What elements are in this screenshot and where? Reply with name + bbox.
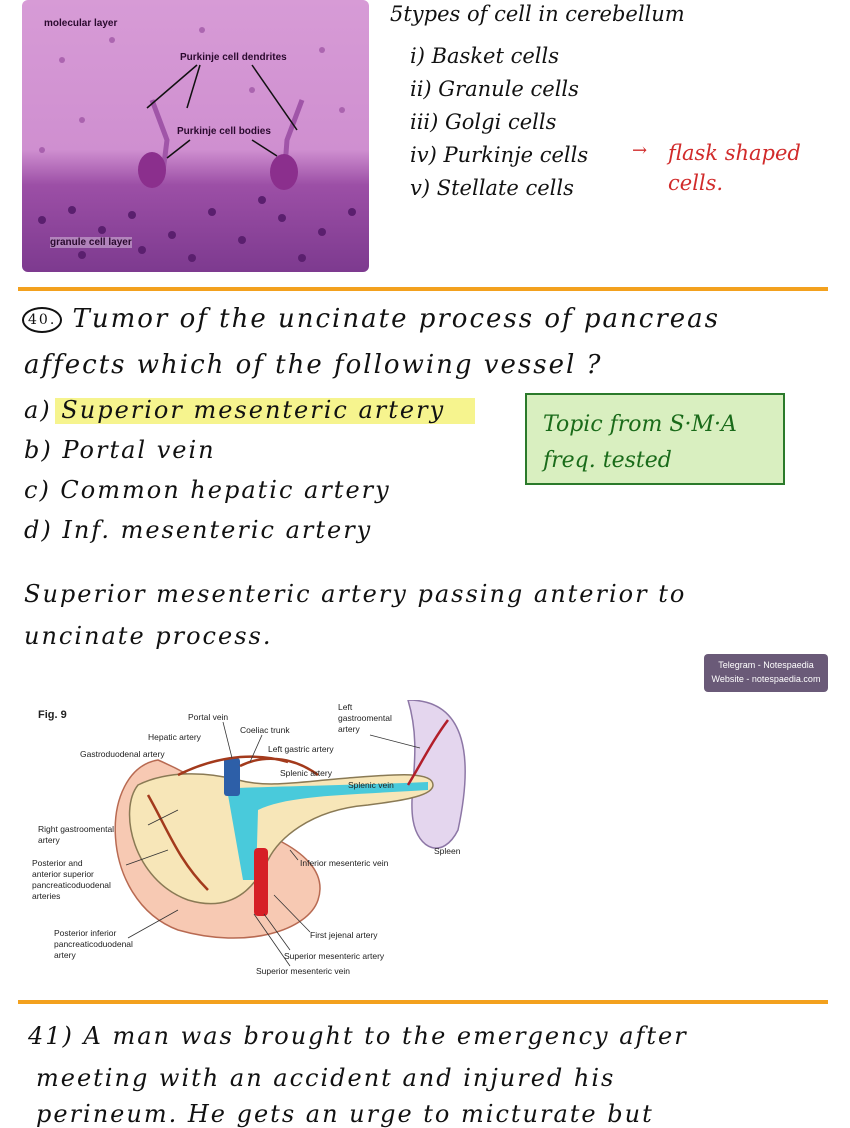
- histology-drawing: [38, 27, 356, 262]
- telegram-line: Telegram - Notespaedia: [718, 660, 814, 670]
- option-a: a) Superior mesenteric artery: [24, 396, 446, 424]
- list-item: iii) Golgi cells: [410, 110, 557, 134]
- label-post-inf-2: pancreaticoduodenal: [54, 939, 133, 949]
- label-left-gastroomental: Left: [338, 702, 353, 712]
- pancreas-shape: [128, 773, 434, 905]
- question-41-line3: perineum. He gets an urge to micturate b…: [36, 1100, 654, 1128]
- arrow-icon: →: [632, 140, 648, 161]
- list-item: v) Stellate cells: [410, 176, 574, 200]
- figure-label: Fig. 9: [38, 709, 67, 721]
- website-line: Website - notespaedia.com: [711, 674, 821, 684]
- label-hepatic-artery: Hepatic artery: [148, 732, 202, 742]
- topic-line1: Topic from S·M·A: [543, 412, 737, 437]
- question-41-line2: meeting with an accident and injured his: [36, 1064, 616, 1092]
- pancreas-diagram: Fig. 9 Portal vein Coeliac trunk Hepatic…: [32, 699, 466, 976]
- option-c: c) Common hepatic artery: [24, 476, 391, 504]
- granule-layer-label: granule cell layer: [50, 237, 132, 248]
- cerebellum-notes-title: 5types of cell in cerebellum: [390, 2, 685, 26]
- telegram-badge: Telegram - Notespaedia Website - notespa…: [704, 654, 828, 692]
- splenic-artery-branch: [406, 719, 450, 786]
- option-b: b) Portal vein: [24, 436, 216, 464]
- question-number: 40.: [22, 307, 63, 333]
- label-spleen: Spleen: [434, 846, 461, 856]
- label-left-gastroomental-3: artery: [338, 724, 360, 734]
- arteries: [146, 755, 319, 891]
- bodies-label: Purkinje cell bodies: [177, 126, 271, 137]
- label-coeliac-trunk: Coeliac trunk: [240, 725, 290, 735]
- question-40-stem: 40. Tumor of the uncinate process of pan…: [22, 304, 720, 334]
- list-item: iv) Purkinje cells: [410, 143, 589, 167]
- label-splenic-artery: Splenic artery: [280, 768, 333, 778]
- portal-venous-system: [228, 782, 428, 880]
- label-left-gastric: Left gastric artery: [268, 744, 334, 754]
- molecular-layer-label: molecular layer: [44, 18, 118, 29]
- label-gastroduodenal: Gastroduodenal artery: [80, 749, 165, 759]
- label-right-gastroomental: Right gastroomental: [38, 824, 114, 834]
- topic-line2: freq. tested: [543, 448, 672, 473]
- flask-shaped-annotation: flask shaped cells.: [668, 141, 801, 195]
- label-post-ant-3: pancreaticoduodenal: [32, 880, 111, 890]
- label-left-gastroomental-2: gastroomental: [338, 713, 392, 723]
- question-40-stem-line1: Tumor of the uncinate process of pancrea…: [72, 304, 720, 334]
- superior-mesenteric-artery-shape: [254, 848, 268, 916]
- list-item: i) Basket cells: [410, 44, 559, 68]
- label-smv: Superior mesenteric vein: [256, 966, 350, 976]
- label-post-ant-4: arteries: [32, 891, 60, 901]
- label-post-inf-3: artery: [54, 950, 76, 960]
- answer-highlight: [55, 398, 475, 424]
- label-portal-vein: Portal vein: [188, 712, 228, 722]
- question-40-stem-line2: affects which of the following vessel ?: [24, 350, 603, 380]
- label-splenic-vein: Splenic vein: [348, 780, 394, 790]
- section-divider-2: [18, 1000, 828, 1004]
- label-imv: Inferior mesenteric vein: [300, 858, 389, 868]
- option-d: d) Inf. mesenteric artery: [24, 516, 373, 544]
- topic-box: Topic from S·M·A freq. tested: [525, 393, 785, 485]
- list-item: ii) Granule cells: [410, 77, 579, 101]
- explanation-line2: uncinate process.: [24, 622, 273, 650]
- section-divider: [18, 287, 828, 291]
- label-right-gastroomental-2: artery: [38, 835, 60, 845]
- spleen-shape: [406, 699, 466, 849]
- label-sma: Superior mesenteric artery: [284, 951, 385, 961]
- explanation-line1: Superior mesenteric artery passing anter…: [24, 580, 687, 608]
- label-post-inf: Posterior inferior: [54, 928, 117, 938]
- label-first-jejunal: First jejenal artery: [310, 930, 378, 940]
- portal-vein-shape: [224, 758, 240, 796]
- label-post-ant-2: anterior superior: [32, 869, 94, 879]
- pancreas-figure: Fig. 9 Portal vein Coeliac trunk Hepatic…: [28, 699, 498, 985]
- cerebellum-histology-image: molecular layer Purkinje cell dendrites …: [22, 0, 369, 272]
- label-post-ant: Posterior and: [32, 858, 83, 868]
- cerebellum-notes-list: i) Basket cells ii) Granule cells iii) G…: [410, 40, 588, 205]
- question-41-line1: 41) A man was brought to the emergency a…: [28, 1022, 688, 1050]
- dendrites-label: Purkinje cell dendrites: [180, 52, 287, 63]
